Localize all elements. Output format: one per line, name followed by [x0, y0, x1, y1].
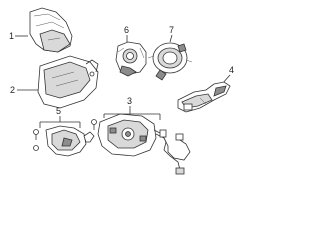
wiper-switch[interactable]: 4: [177, 65, 234, 113]
callout-3: 3: [127, 96, 132, 106]
callout-4: 4: [229, 65, 234, 75]
clockspring[interactable]: 7: [147, 25, 193, 81]
parts-diagram: 1 2 6 7 4: [9, 7, 234, 175]
ignition-switch[interactable]: 6: [115, 25, 147, 77]
callout-1: 1: [9, 31, 14, 41]
combination-switch[interactable]: 3: [91, 96, 191, 175]
turn-signal-switch[interactable]: 5: [33, 106, 95, 157]
callout-5: 5: [56, 106, 61, 116]
upper-column-cover[interactable]: 1: [9, 7, 73, 53]
callout-6: 6: [124, 25, 129, 35]
lower-column-cover[interactable]: 2: [10, 55, 99, 109]
callout-7: 7: [169, 25, 174, 35]
callout-2: 2: [10, 85, 15, 95]
